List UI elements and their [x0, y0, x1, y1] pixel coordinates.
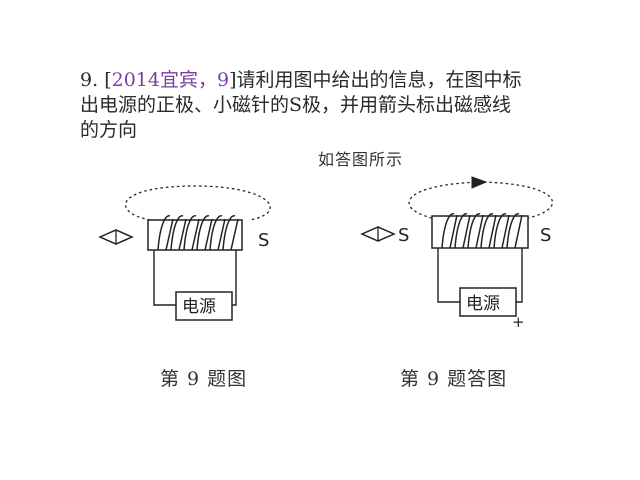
circuit-wire [516, 248, 523, 303]
power-supply-box [175, 291, 233, 321]
figure-2-caption: 第 9 题答图 [400, 368, 508, 390]
positive-terminal-label: + [512, 313, 525, 331]
pole-label-right: S [258, 230, 269, 251]
circuit-wire [153, 250, 176, 306]
figure-1-caption: 第 9 题图 [160, 368, 248, 390]
question-source: 2014宜宾，9 [111, 69, 230, 91]
question-line3: 的方向 [80, 119, 138, 141]
solenoid-coil [147, 215, 243, 251]
question-line2: 出电源的正极、小磁针的S极，并用箭头标出磁感线 [80, 94, 512, 116]
question-text: 9. [2014宜宾，9]请利用图中给出的信息，在图中标 出电源的正极、小磁针的… [80, 68, 580, 143]
answer-caption: 如答图所示 [318, 150, 404, 169]
circuit-wire [437, 248, 460, 303]
figure-1 [98, 185, 271, 321]
power-supply-box [459, 287, 517, 317]
power-label: 电源 [182, 297, 216, 317]
field-line-dotted [408, 181, 554, 219]
question-line1: 请利用图中给出的信息，在图中标 [236, 69, 522, 91]
question-number: 9. [80, 69, 99, 91]
compass-needle-icon [360, 226, 396, 242]
solenoid-coil [431, 213, 529, 249]
source-open: [ [104, 69, 112, 91]
pole-label-right: S [540, 225, 551, 246]
circuit-wire [232, 250, 237, 306]
power-label: 电源 [466, 294, 500, 314]
field-line-dotted [124, 185, 271, 221]
compass-needle-icon [98, 229, 134, 245]
field-line-arrow-icon [471, 176, 488, 189]
source-close: ] [229, 69, 237, 91]
pole-label-left: S [398, 225, 409, 246]
figure-2 [360, 176, 554, 317]
